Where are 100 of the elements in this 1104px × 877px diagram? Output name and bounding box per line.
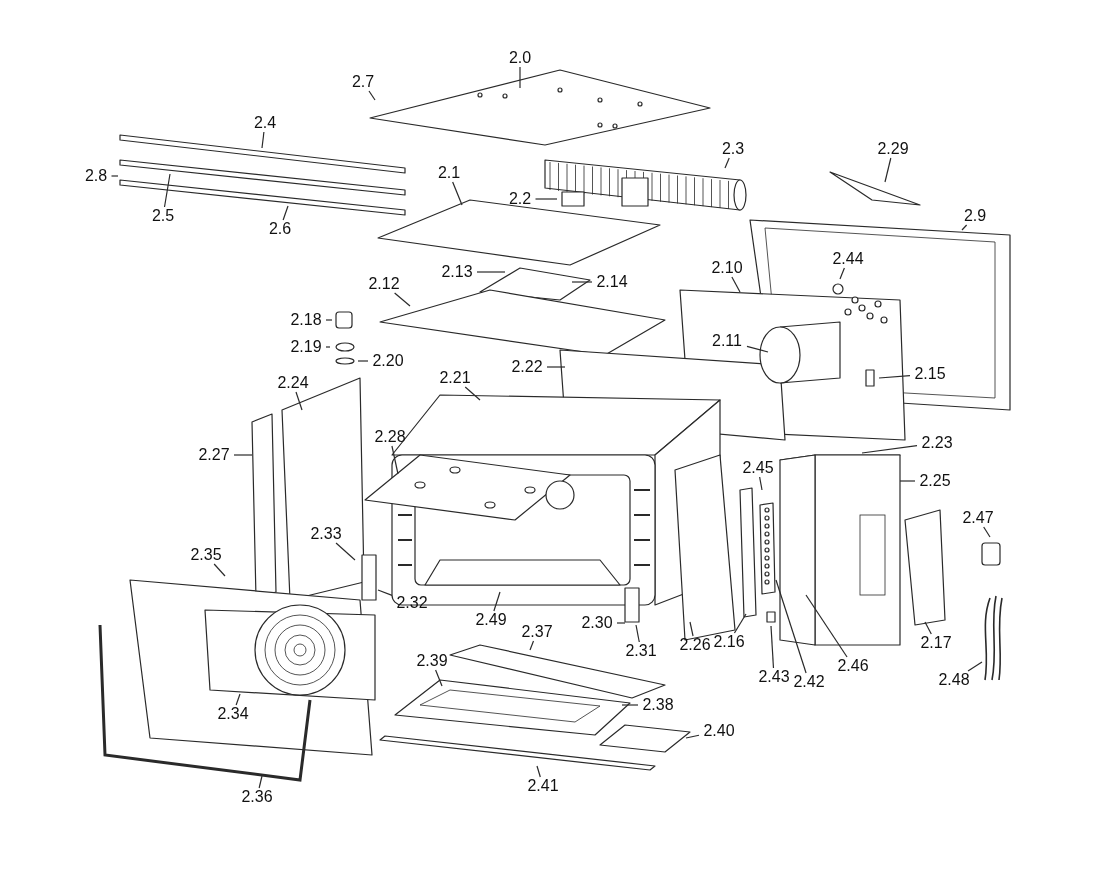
callout-number: 2.4 bbox=[253, 114, 277, 132]
leader-line bbox=[377, 589, 393, 596]
callout-number: 2.1 bbox=[437, 164, 461, 182]
leader-line bbox=[325, 319, 333, 321]
callout-number: 2.10 bbox=[711, 259, 743, 277]
callout-number: 2.5 bbox=[151, 207, 175, 225]
callout-number: 2.22 bbox=[511, 358, 543, 376]
callout-number: 2.8 bbox=[84, 167, 108, 185]
leader-line bbox=[616, 622, 626, 624]
leader-line bbox=[391, 445, 399, 475]
leader-line bbox=[110, 175, 119, 177]
leader-line bbox=[163, 173, 171, 208]
leader-line bbox=[878, 374, 911, 379]
callout-number: 2.47 bbox=[962, 509, 994, 527]
leader-line bbox=[724, 157, 730, 169]
leader-line bbox=[295, 391, 303, 411]
leader-line bbox=[335, 542, 356, 561]
leader-line bbox=[258, 775, 263, 789]
leader-line bbox=[571, 281, 593, 283]
callout-number: 2.7 bbox=[351, 73, 375, 91]
callout-number: 2.0 bbox=[508, 49, 532, 67]
leader-line bbox=[546, 366, 566, 368]
callout-number: 2.46 bbox=[837, 657, 869, 675]
callout-number: 2.11 bbox=[712, 332, 742, 350]
callout-number: 2.18 bbox=[290, 311, 322, 329]
leader-line bbox=[529, 640, 535, 651]
leader-line bbox=[839, 267, 845, 280]
leader-line bbox=[899, 480, 916, 482]
callout-number: 2.42 bbox=[793, 673, 825, 691]
callout-number: 2.24 bbox=[277, 374, 309, 392]
callout-number: 2.2 bbox=[508, 190, 532, 208]
callout-number: 2.16 bbox=[713, 633, 745, 651]
leader-line bbox=[476, 271, 506, 273]
leader-line bbox=[746, 345, 769, 353]
leader-line bbox=[770, 625, 775, 669]
callout-number: 2.28 bbox=[374, 428, 406, 446]
leader-line bbox=[983, 526, 991, 538]
callout-number: 2.6 bbox=[268, 220, 292, 238]
leader-line bbox=[357, 360, 369, 362]
callout-number: 2.14 bbox=[596, 273, 628, 291]
callout-number: 2.38 bbox=[642, 696, 674, 714]
callout-number: 2.34 bbox=[217, 705, 249, 723]
callout-number: 2.48 bbox=[938, 671, 970, 689]
leader-line bbox=[282, 205, 289, 221]
callout-number: 2.30 bbox=[581, 614, 613, 632]
leader-line bbox=[967, 661, 983, 672]
callout-number: 2.20 bbox=[372, 352, 404, 370]
callout-number: 2.15 bbox=[914, 365, 946, 383]
leader-line bbox=[534, 198, 558, 200]
leader-line bbox=[775, 579, 807, 674]
callout-number: 2.41 bbox=[527, 777, 559, 795]
callout-number: 2.35 bbox=[190, 546, 222, 564]
callout-number: 2.44 bbox=[832, 250, 864, 268]
leader-line bbox=[368, 90, 376, 101]
callout-number: 2.17 bbox=[920, 634, 952, 652]
callout-number: 2.45 bbox=[742, 459, 774, 477]
leader-line bbox=[924, 621, 932, 635]
leader-line bbox=[961, 224, 968, 231]
callout-number: 2.12 bbox=[368, 275, 400, 293]
callout-number: 2.3 bbox=[721, 140, 745, 158]
callout-number: 2.9 bbox=[963, 207, 987, 225]
leader-line bbox=[435, 669, 443, 687]
callout-number: 2.40 bbox=[703, 722, 735, 740]
leader-line bbox=[261, 131, 265, 149]
callout-number: 2.19 bbox=[290, 338, 322, 356]
leader-line bbox=[493, 591, 501, 612]
leader-line bbox=[325, 346, 331, 348]
leader-line bbox=[685, 734, 700, 739]
leader-line bbox=[635, 624, 640, 643]
callout-number: 2.43 bbox=[758, 668, 790, 686]
callout-number: 2.39 bbox=[416, 652, 448, 670]
leader-line bbox=[519, 66, 521, 89]
leader-line bbox=[731, 276, 741, 293]
callout-number: 2.33 bbox=[310, 525, 342, 543]
callout-number: 2.26 bbox=[679, 636, 711, 654]
leader-line bbox=[235, 693, 241, 706]
callout-number: 2.29 bbox=[877, 140, 909, 158]
leader-line bbox=[621, 704, 639, 706]
callout-number: 2.21 bbox=[439, 369, 471, 387]
leader-line bbox=[464, 386, 481, 401]
leader-line bbox=[452, 181, 463, 206]
leader-line bbox=[213, 563, 226, 577]
leader-line bbox=[884, 157, 892, 183]
callout-number: 2.37 bbox=[521, 623, 553, 641]
callout-number: 2.27 bbox=[198, 446, 230, 464]
leader-line bbox=[394, 292, 411, 307]
callout-number: 2.25 bbox=[919, 472, 951, 490]
callout-number: 2.49 bbox=[475, 611, 507, 629]
leader-line bbox=[861, 445, 918, 454]
leader-line bbox=[733, 613, 747, 634]
callout-number: 2.32 bbox=[396, 594, 428, 612]
callout-number: 2.13 bbox=[441, 263, 473, 281]
leader-line bbox=[689, 621, 694, 637]
leader-line bbox=[805, 594, 848, 658]
leader-line bbox=[536, 765, 541, 778]
leader-line bbox=[233, 454, 253, 456]
callout-number: 2.31 bbox=[625, 642, 657, 660]
leader-line bbox=[759, 476, 763, 491]
callout-number: 2.23 bbox=[921, 434, 953, 452]
callout-number: 2.36 bbox=[241, 788, 273, 806]
